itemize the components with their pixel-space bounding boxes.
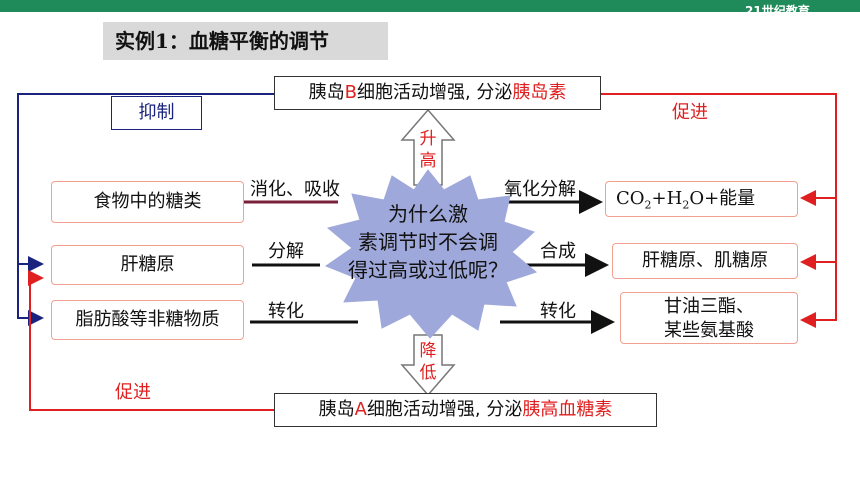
page-title: 实例1：血糖平衡的调节: [103, 22, 388, 60]
source-label-1: 消化、吸收: [250, 179, 340, 200]
output-label-3: 转化: [540, 301, 576, 322]
source-label-2: 分解: [268, 241, 304, 262]
promote-bottom-label: 促进: [115, 382, 151, 403]
source-label-3: 转化: [268, 301, 304, 322]
bottom-pancreas-box: 胰岛A细胞活动增强, 分泌胰高血糖素: [274, 393, 657, 427]
source-box-2: 肝糖原: [51, 245, 244, 285]
inhibit-label: 抑制: [111, 96, 202, 130]
promote-bottom-line: [28, 270, 274, 411]
bubble-question: 为什么激 素调节时不会调 得过高或过低呢？: [348, 202, 508, 282]
fall-arrow: [400, 334, 456, 397]
output-box-3: 甘油三酯、某些氨基酸: [620, 292, 798, 344]
output-label-2: 合成: [540, 241, 576, 262]
question-bubble: [324, 169, 538, 339]
rise-arrow: [400, 108, 456, 186]
output-box-2: 肝糖原、肌糖原: [612, 243, 798, 279]
header-bar: [0, 0, 860, 12]
promote-top-label: 促进: [672, 102, 708, 123]
output-label-1: 氧化分解: [504, 179, 576, 200]
output-box-1: CO2+H2O+能量: [605, 181, 798, 217]
fall-label: 降低: [419, 341, 437, 383]
promote-top-line: [601, 93, 837, 328]
top-pancreas-box: 胰岛B细胞活动增强, 分泌胰岛素: [274, 76, 601, 110]
logo: 21世纪教育: [745, 4, 810, 18]
rise-label: 升高: [419, 129, 437, 171]
source-box-3: 脂肪酸等非糖物质: [51, 300, 244, 340]
source-box-1: 食物中的糖类: [51, 181, 244, 223]
